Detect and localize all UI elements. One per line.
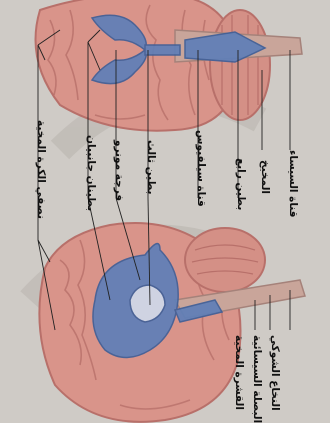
label-lateral-ventricles: بطينان جانبيان [86, 135, 97, 211]
label-hemispheres: نصفي الكرة المخية [36, 120, 47, 219]
label-third-ventricle: بطين ثالث [146, 140, 157, 195]
label-cerebellum: المخيخ [260, 160, 271, 194]
label-medulla: البصلة السيسائية [252, 335, 263, 423]
label-cortex: القشرة المخية [234, 335, 245, 410]
brain-lateral-view [39, 223, 305, 422]
label-monro: فرجة مونرو [114, 140, 125, 201]
label-central-canal: قناة السيساء [288, 150, 299, 217]
cerebellum-lateral [185, 228, 265, 292]
label-sylvius: قناة سيلفيوس [196, 130, 207, 207]
cerebellum-top [210, 10, 270, 120]
label-fourth-ventricle: بطين رابع [236, 158, 247, 210]
label-spinal-cord: النخاع الشوكي [270, 335, 281, 411]
